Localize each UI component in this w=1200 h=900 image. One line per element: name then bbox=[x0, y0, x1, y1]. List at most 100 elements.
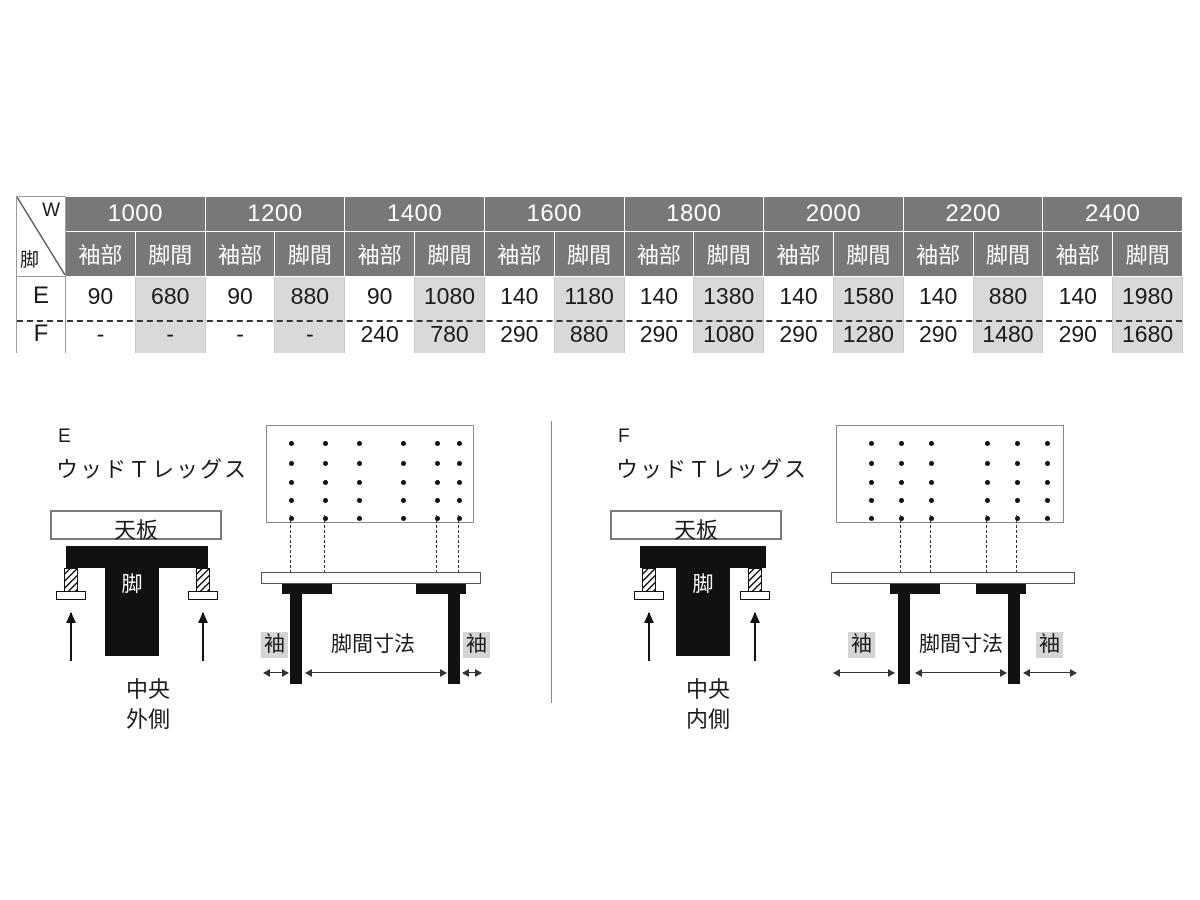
bolt-shaft-icon bbox=[196, 568, 210, 592]
diagram-e-drop-line bbox=[458, 515, 459, 578]
diagram-e-sleeve-label-left: 袖 bbox=[261, 632, 288, 659]
diagram-e-elevation: 袖 脚間寸法 袖 bbox=[258, 420, 558, 710]
diagram-e-top-board-label: 天板 bbox=[113, 518, 158, 543]
cell-e-1600-kyakuma: 1180 bbox=[553, 276, 625, 315]
diagram-e-leg-flange-left bbox=[282, 584, 332, 594]
table-body: E 90 680 90 880 90 1080 140 1180 140 138… bbox=[16, 276, 1183, 354]
diagram-e-leg-flange-right bbox=[416, 584, 466, 594]
diagram-e-tabletop-bar bbox=[261, 572, 481, 584]
diagram-f-arrow-right-icon bbox=[750, 612, 760, 661]
diagram-e-type-name: ウッドＴレッグス bbox=[56, 457, 249, 482]
bolt-head-icon bbox=[740, 591, 770, 600]
diagram-f-cross-section: 天板 脚 中央 内側 bbox=[588, 500, 828, 732]
diagram-f-position-line2: 内側 bbox=[685, 707, 730, 732]
sub-header-sode-1400: 袖部 bbox=[344, 231, 416, 277]
diagram-e-tee-post: 脚 bbox=[105, 546, 159, 656]
cell-e-2000-kyakuma: 1580 bbox=[832, 276, 904, 315]
diagram-f-dot-panel bbox=[836, 425, 1064, 523]
cell-e-1800-kyakuma: 1380 bbox=[693, 276, 765, 315]
bolt-shaft-icon bbox=[748, 568, 762, 592]
row-separator-dashed bbox=[17, 320, 1182, 322]
diagram-e-bolt-right bbox=[188, 568, 218, 602]
diagram-e-drop-line bbox=[324, 515, 325, 578]
diagram-f-position-line1: 中央 bbox=[685, 677, 730, 702]
table-header-row-sub: 袖部 脚間 袖部 脚間 袖部 脚間 袖部 脚間 袖部 脚間 袖部 脚間 袖部 脚… bbox=[17, 231, 1183, 277]
diagram-f-top-board-label: 天板 bbox=[673, 518, 718, 543]
diagram-f-tee-post: 脚 bbox=[676, 546, 730, 656]
width-header-1400: 1400 bbox=[344, 196, 485, 232]
diagram-f-drop-line bbox=[1016, 515, 1017, 578]
width-header-2200: 2200 bbox=[902, 196, 1044, 232]
diagram-f-arrow-left-icon bbox=[644, 612, 654, 661]
diagram-f-tabletop-bar bbox=[831, 572, 1075, 584]
sub-header-kyakuma-1000: 脚間 bbox=[134, 231, 206, 277]
diagram-f-bolt-right bbox=[740, 568, 770, 602]
width-header-2000: 2000 bbox=[763, 196, 904, 232]
cell-e-2000-sode: 140 bbox=[763, 276, 834, 315]
diagram-panel-e: E ウッドＴレッグス 天板 脚 中央 外側 bbox=[28, 420, 548, 732]
sub-header-kyakuma-1200: 脚間 bbox=[274, 231, 346, 277]
cell-e-2400-sode: 140 bbox=[1042, 276, 1114, 315]
diagram-f-drop-line bbox=[986, 515, 987, 578]
diagram-e-top-board: 天板 bbox=[50, 510, 222, 543]
sub-header-sode-1600: 袖部 bbox=[483, 231, 555, 277]
corner-diagonal-icon bbox=[17, 197, 65, 275]
diagram-e-leg-post-left bbox=[290, 584, 302, 684]
cell-e-1400-kyakuma: 1080 bbox=[414, 276, 485, 315]
diagram-f-drop-line bbox=[930, 515, 931, 578]
cell-e-2200-kyakuma: 880 bbox=[972, 276, 1044, 315]
panel-divider bbox=[551, 421, 552, 703]
diagram-panel-f: F ウッドＴレッグス 天板 脚 中央 内側 bbox=[588, 420, 1108, 732]
diagram-f-leg-label: 脚 bbox=[692, 573, 714, 596]
diagram-f-sleeve-label-left: 袖 bbox=[848, 632, 875, 659]
diagram-e-span-label: 脚間寸法 bbox=[331, 633, 415, 656]
bolt-head-icon bbox=[634, 591, 664, 600]
diagram-e-dim-sleeve-right bbox=[462, 669, 482, 677]
bolt-shaft-icon bbox=[642, 568, 656, 592]
width-header-1800: 1800 bbox=[623, 196, 765, 232]
sub-header-sode-1800: 袖部 bbox=[623, 231, 695, 277]
table-header: W 脚 1000 1200 1400 1600 1800 2000 2200 2… bbox=[16, 196, 1183, 277]
width-header-2400: 2400 bbox=[1042, 196, 1183, 232]
diagram-f-leg-post-right bbox=[1008, 584, 1020, 684]
diagram-e-dim-sleeve-left bbox=[263, 669, 289, 677]
diagram-f-span-label: 脚間寸法 bbox=[919, 633, 1003, 656]
cell-e-1200-kyakuma: 880 bbox=[274, 276, 346, 315]
table-header-row-width: W 脚 1000 1200 1400 1600 1800 2000 2200 2… bbox=[16, 196, 1183, 277]
cell-e-2200-sode: 140 bbox=[902, 276, 974, 315]
diagram-e-type-letter: E bbox=[58, 426, 71, 447]
cell-e-2400-kyakuma: 1980 bbox=[1112, 276, 1183, 315]
bolt-head-icon bbox=[188, 591, 218, 600]
sub-header-sode-1000: 袖部 bbox=[65, 231, 136, 277]
sub-header-sode-2400: 袖部 bbox=[1042, 231, 1114, 277]
diagram-e-leg-label: 脚 bbox=[121, 573, 143, 596]
diagram-f-leg-post-left bbox=[898, 584, 910, 684]
sub-header-sode-2200: 袖部 bbox=[902, 231, 974, 277]
diagram-e-bolt-left bbox=[56, 568, 86, 602]
table-corner-cell: W 脚 bbox=[16, 196, 66, 277]
sub-header-sode-1200: 袖部 bbox=[204, 231, 276, 277]
diagram-e-dot-panel bbox=[266, 425, 474, 523]
width-header-1600: 1600 bbox=[483, 196, 625, 232]
cell-e-1200-sode: 90 bbox=[204, 276, 276, 315]
corner-leg-label: 脚 bbox=[20, 250, 40, 271]
row-label-e: E bbox=[16, 276, 66, 315]
table-row: E 90 680 90 880 90 1080 140 1180 140 138… bbox=[16, 276, 1183, 315]
diagram-f-sleeve-label-right: 袖 bbox=[1036, 632, 1063, 659]
diagram-f-bolt-left bbox=[634, 568, 664, 602]
leg-dimension-table: W 脚 1000 1200 1400 1600 1800 2000 2200 2… bbox=[16, 196, 1183, 354]
cell-e-1400-sode: 90 bbox=[344, 276, 416, 315]
diagram-e-dim-span bbox=[305, 669, 447, 677]
sub-header-kyakuma-2200: 脚間 bbox=[972, 231, 1044, 277]
diagram-e-drop-line bbox=[436, 515, 437, 578]
diagram-e-drop-line bbox=[290, 515, 291, 578]
cell-e-1000-kyakuma: 680 bbox=[134, 276, 206, 315]
cell-e-1000-sode: 90 bbox=[65, 276, 136, 315]
cell-e-1600-sode: 140 bbox=[483, 276, 555, 315]
sub-header-sode-2000: 袖部 bbox=[763, 231, 834, 277]
diagram-f-dim-sleeve-left bbox=[833, 669, 895, 677]
bolt-shaft-icon bbox=[64, 568, 78, 592]
diagram-f-top-board: 天板 bbox=[610, 510, 782, 543]
sub-header-kyakuma-2400: 脚間 bbox=[1112, 231, 1183, 277]
bolt-head-icon bbox=[56, 591, 86, 600]
